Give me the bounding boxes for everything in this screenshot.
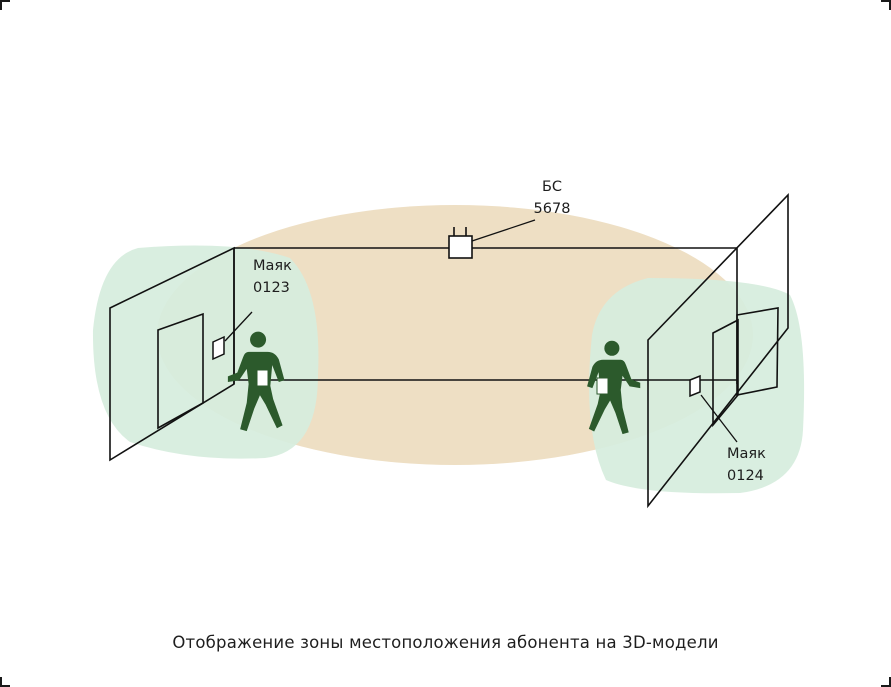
base-station-leader-line xyxy=(471,219,536,242)
corner-mark-bottom-left xyxy=(0,677,10,687)
base-station-label-line2: 5678 xyxy=(534,201,571,217)
corner-mark-bottom-right xyxy=(881,677,891,687)
beacon-right-label-line1: Маяк xyxy=(727,446,766,462)
left-door xyxy=(157,312,204,430)
beacon-zone-left xyxy=(92,245,319,459)
corner-mark-top-left xyxy=(0,0,10,10)
beacon-icon-right xyxy=(689,374,701,398)
right-door xyxy=(736,307,779,396)
right-wall xyxy=(647,193,789,509)
beacon-left-label-line2: 0123 xyxy=(253,280,290,296)
beacon-right-leader-line xyxy=(700,394,738,443)
base-station-label-line1: БС xyxy=(542,179,562,195)
beacon-right-label-line2: 0124 xyxy=(727,468,764,484)
corner-mark-top-right xyxy=(881,0,891,10)
beacon-left-leader-line xyxy=(224,311,253,342)
beacon-left-label-line1: Маяк xyxy=(253,258,292,274)
beacon-icon-left xyxy=(212,335,225,361)
person-icon-right xyxy=(587,340,641,435)
base-station-icon xyxy=(448,227,473,259)
person-icon-left xyxy=(227,331,285,432)
left-wall xyxy=(109,246,235,462)
diagram-caption: Отображение зоны местоположения абонента… xyxy=(172,633,719,652)
